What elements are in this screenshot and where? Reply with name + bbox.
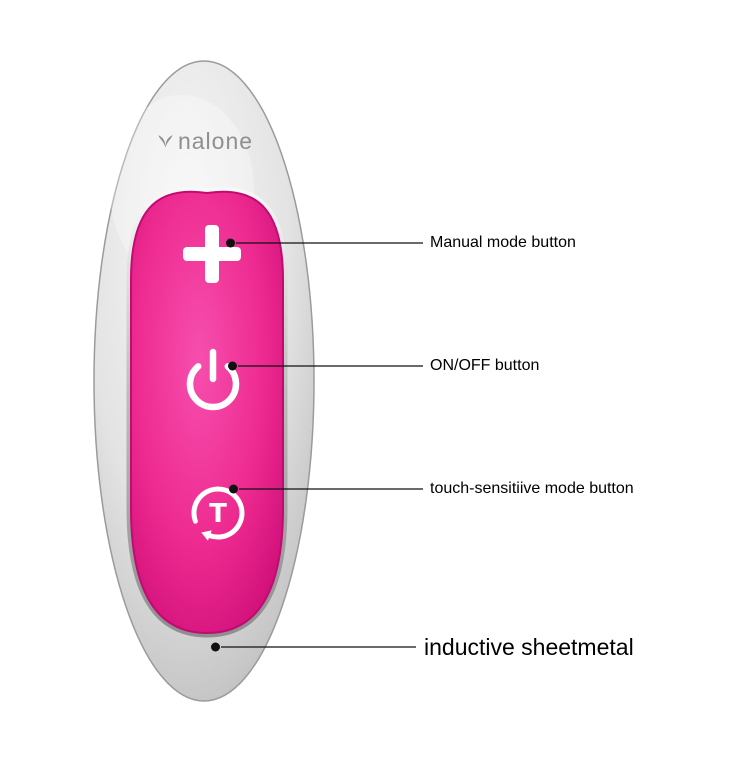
- pink-panel: [130, 190, 284, 635]
- callout-onoff-dot: [228, 361, 237, 371]
- power-icon: [186, 348, 240, 411]
- callout-manual-dot: [226, 238, 235, 248]
- callout-inductive-line: [211, 642, 416, 652]
- plus-icon: [183, 225, 241, 283]
- callout-label-on-off: ON/OFF button: [430, 357, 540, 374]
- brand-logo: nalone: [157, 128, 253, 155]
- touch-mode-letter: T: [209, 499, 227, 529]
- callout-label-manual-mode: Manual mode button: [430, 234, 576, 251]
- callout-inductive-dot: [211, 642, 220, 652]
- callout-onoff-line: [228, 361, 423, 371]
- callout-touch-dot: [229, 484, 238, 494]
- callout-label-touch-mode: touch-sensitiive mode button: [430, 480, 634, 497]
- nalone-leaf-icon: [158, 135, 173, 148]
- brand-logo-text: nalone: [177, 128, 254, 154]
- callout-touch-line: [229, 484, 423, 494]
- touch-mode-icon: T: [191, 486, 245, 541]
- callout-manual-line: [226, 238, 423, 248]
- callout-label-inductive-sheetmetal: inductive sheetmetal: [424, 634, 634, 660]
